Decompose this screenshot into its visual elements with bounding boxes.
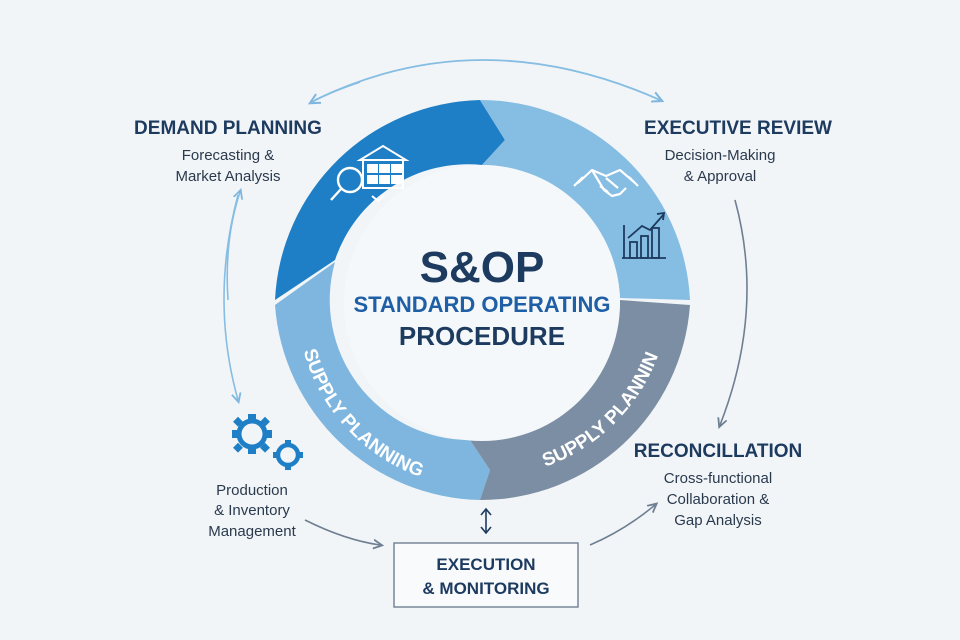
reconciliation-desc-line2: Collaboration & — [667, 491, 770, 508]
production-desc-line2: & Inventory — [214, 502, 290, 519]
gears-icon — [232, 414, 303, 470]
connector-right — [720, 199, 748, 425]
executive-desc-line2: & Approval — [684, 168, 757, 185]
execution-box — [393, 542, 579, 608]
executive-desc-line1: Decision-Making — [665, 147, 776, 164]
ring-segment-demand — [275, 100, 505, 300]
connector-bottom-left — [304, 519, 380, 545]
execution-line1: EXECUTION — [436, 555, 535, 574]
ring-segment-supply-left — [275, 262, 490, 500]
production-desc-line1: Production — [216, 482, 288, 499]
production-desc-line3: Management — [208, 523, 296, 540]
connector-top — [314, 59, 660, 100]
demand-title: DEMAND PLANNING — [134, 118, 322, 139]
up-down-arrow-icon — [480, 507, 492, 535]
center-subtitle-line1: STANDARD OPERATING — [353, 292, 610, 317]
demand-desc-line1: Forecasting & — [182, 147, 275, 164]
reconciliation-desc-line3: Gap Analysis — [674, 512, 762, 529]
connector-top-left-head — [312, 81, 361, 102]
reconciliation-desc-line1: Cross-functional — [664, 470, 772, 487]
center-disk — [344, 165, 620, 441]
executive-title: EXECUTIVE REVIEW — [644, 118, 832, 139]
execution-line2: & MONITORING — [422, 579, 549, 598]
warehouse-icon — [356, 144, 410, 203]
connector-bottom-right — [589, 505, 655, 546]
reconciliation-title: RECONCILLATION — [634, 441, 803, 462]
center-subtitle-line2: PROCEDURE — [399, 321, 565, 351]
connector-left-up — [226, 192, 240, 301]
handshake-icon — [573, 168, 639, 198]
center-title: S&OP — [420, 243, 545, 292]
demand-desc-line2: Market Analysis — [175, 168, 280, 185]
bar-chart-growth-icon — [622, 211, 666, 259]
